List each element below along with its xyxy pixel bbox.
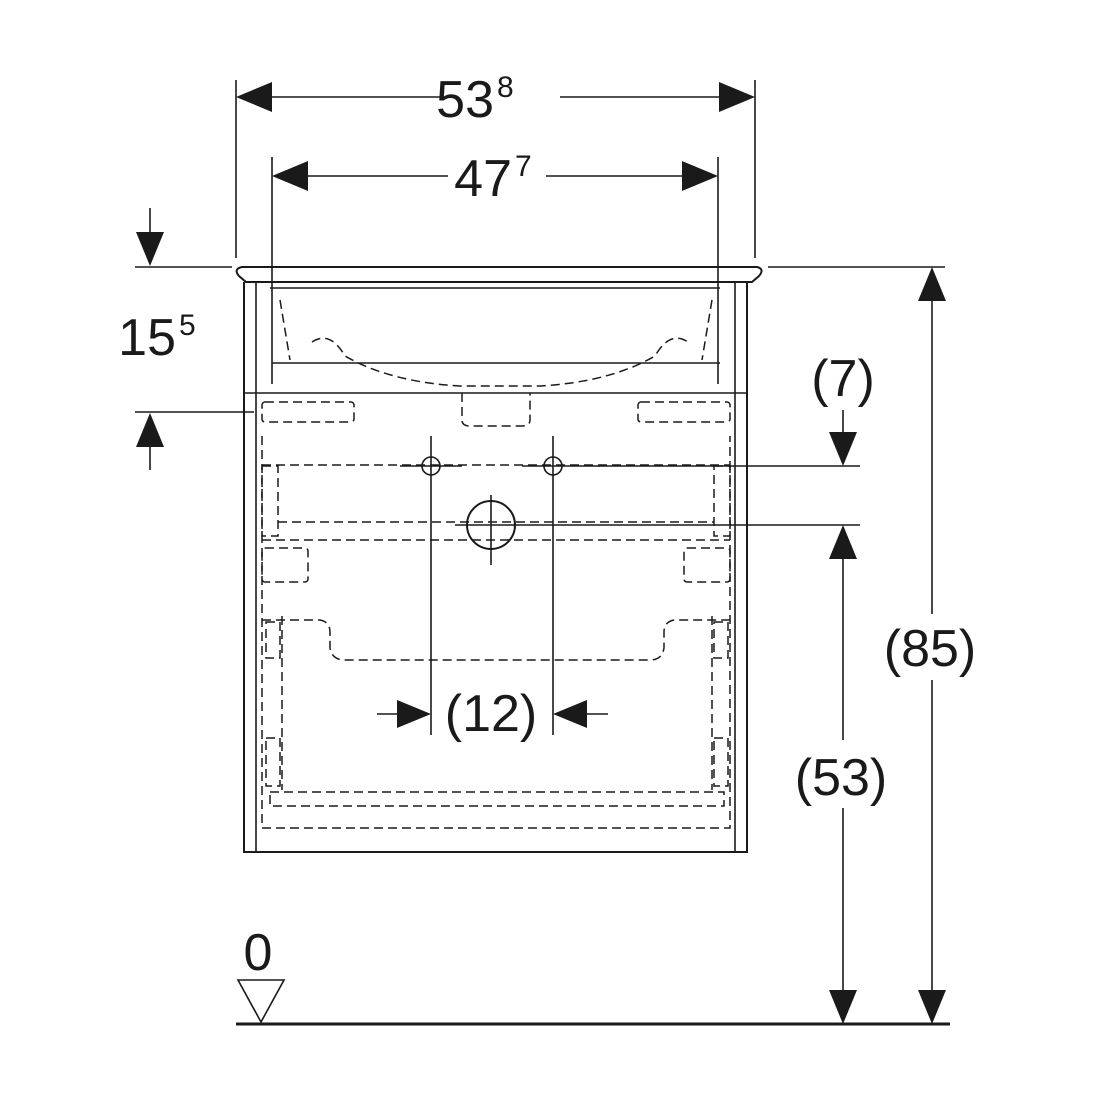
total-height-label: (85) — [884, 620, 976, 678]
level-triangle-icon — [236, 979, 286, 1024]
arrow-down-icon — [829, 990, 857, 1024]
drain-height-label: (53) — [795, 749, 887, 807]
tap-holes — [400, 436, 600, 735]
top-height-label: 15 — [118, 309, 176, 367]
arrow-right-icon — [397, 700, 431, 728]
dimension-drain-height: (53) — [795, 525, 887, 1024]
drain-hole — [455, 495, 540, 565]
arrow-right-icon — [719, 82, 755, 112]
arrow-right-icon — [682, 161, 718, 191]
overall-width-label: 53 — [436, 71, 494, 129]
top-height-sup: 5 — [179, 309, 196, 342]
hidden-structure — [261, 401, 731, 829]
drain-offset-label: (7) — [811, 350, 875, 408]
floor-level-label: 0 — [244, 924, 273, 982]
arrow-left-icon — [553, 700, 587, 728]
dimension-drain-offset: (7) — [811, 350, 875, 466]
arrow-up-icon — [918, 267, 946, 301]
arrow-left-icon — [272, 161, 308, 191]
dimension-total-height: (85) — [884, 267, 976, 1024]
cabinet-outline — [235, 266, 763, 853]
floor-level: 0 — [236, 924, 950, 1026]
dimension-top-height: 15 5 — [118, 208, 196, 470]
dimension-overall-width: 53 8 — [236, 71, 755, 129]
arrow-down-icon — [829, 432, 857, 466]
arrow-down-icon — [136, 232, 164, 266]
dimension-basin-width: 47 7 — [272, 150, 718, 208]
arrow-down-icon — [918, 990, 946, 1024]
arrow-left-icon — [236, 82, 272, 112]
overall-width-sup: 8 — [497, 71, 514, 104]
arrow-up-icon — [829, 525, 857, 559]
dimension-tap-spacing: (12) — [377, 685, 608, 743]
extension-lines — [135, 80, 945, 526]
basin-width-sup: 7 — [515, 150, 532, 183]
arrow-up-icon — [136, 413, 164, 447]
tap-spacing-label: (12) — [445, 685, 537, 743]
basin-outline — [272, 299, 720, 427]
basin-width-label: 47 — [454, 150, 512, 208]
